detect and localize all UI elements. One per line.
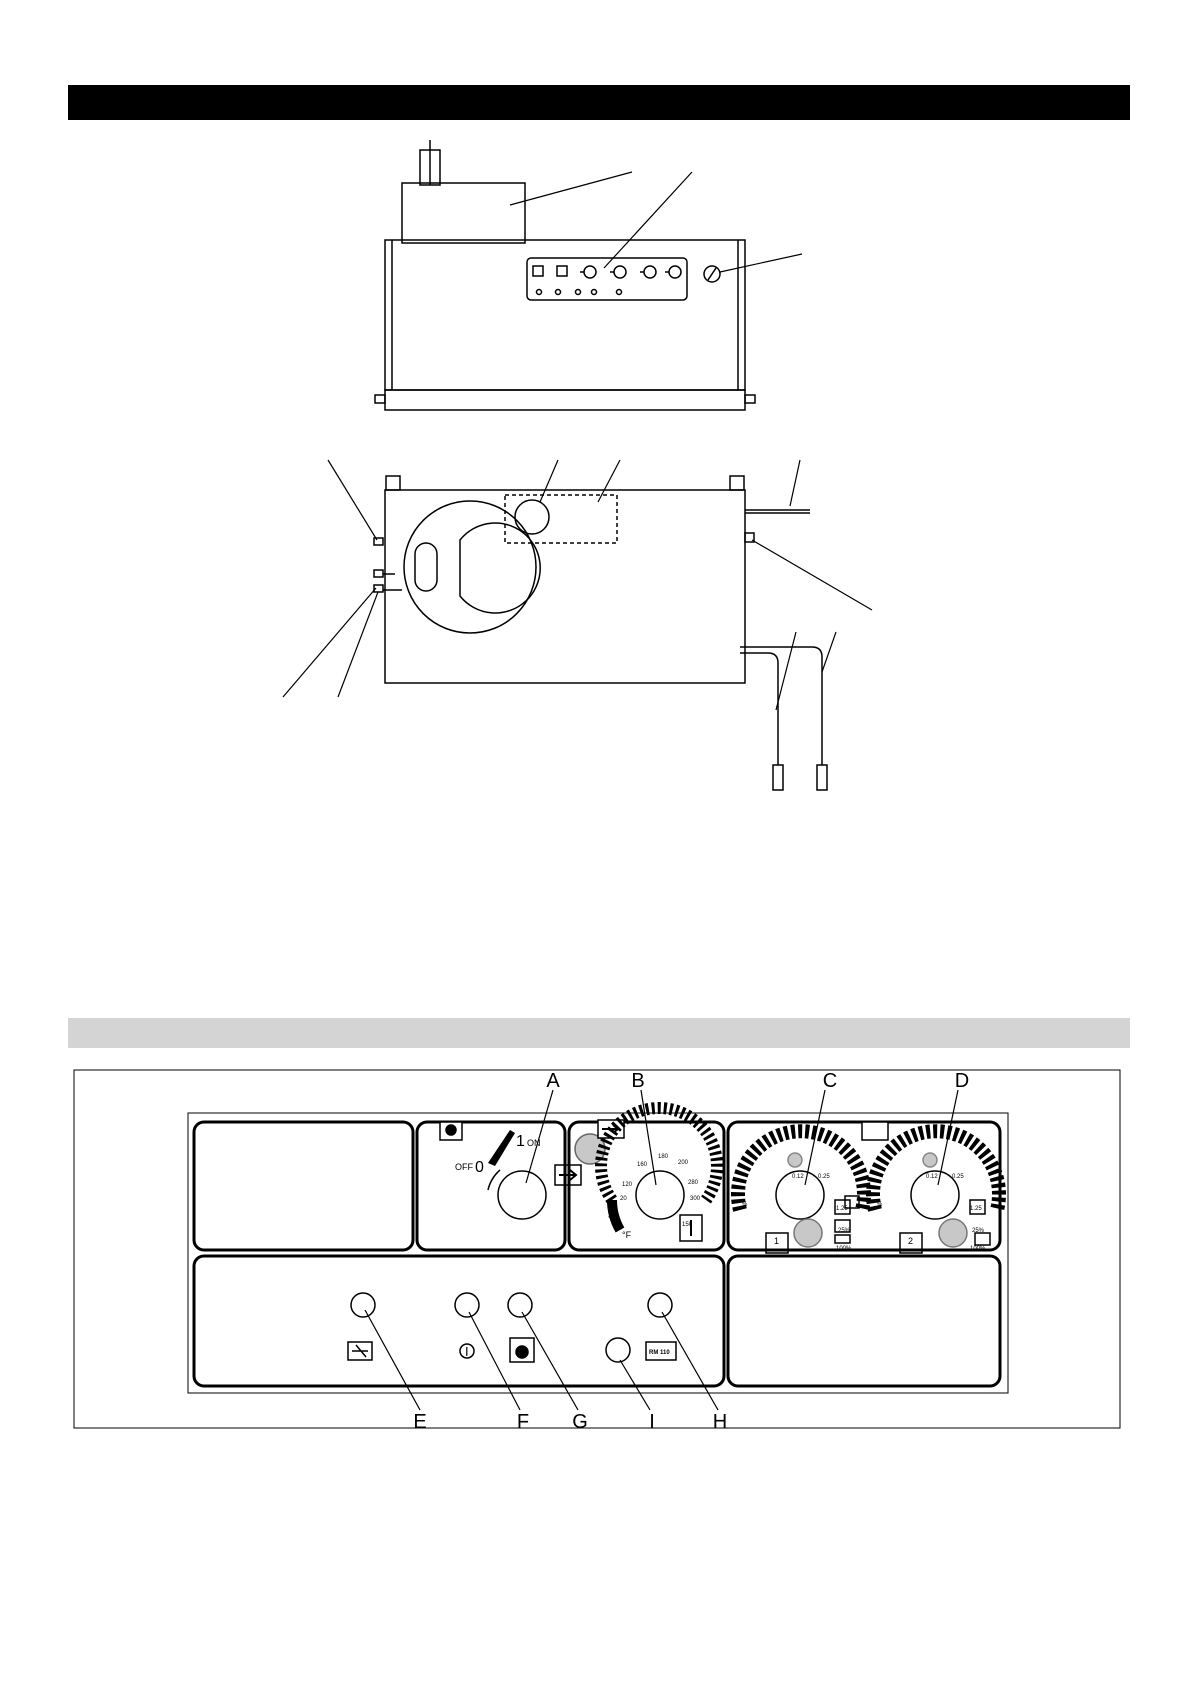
dial-d-tick-2: 0.25 (952, 1174, 964, 1180)
burner-fault-icon (509, 1337, 535, 1363)
control-panel-frame (73, 1069, 1121, 1429)
label-b: B (631, 1070, 644, 1092)
temp-tick-3: 180 (658, 1154, 669, 1160)
tank-2-icon (899, 1232, 923, 1254)
fan-icon (554, 1164, 582, 1186)
lamp-h (647, 1292, 673, 1318)
dial-c-pct: % (742, 1202, 748, 1208)
label-c: C (823, 1070, 837, 1092)
dosing-lamp-1 (793, 1218, 823, 1248)
dial-c-tick-1: 0.12 (792, 1174, 804, 1180)
panel-blank-right (726, 1254, 1002, 1388)
dial-d-tick-3: 1.25 (970, 1206, 982, 1212)
label-i: I (649, 1411, 655, 1433)
leader-lines (364, 1089, 959, 1411)
label-e: E (413, 1411, 426, 1433)
label-d: D (955, 1070, 969, 1092)
temp-tick-4: 200 (678, 1160, 689, 1166)
lamp-e (350, 1292, 376, 1318)
device-front-view (374, 140, 803, 411)
section-header-bar (68, 85, 1130, 120)
panel-blank-left (192, 1120, 415, 1252)
label-a: A (546, 1070, 560, 1092)
lamp-i (605, 1337, 631, 1363)
dial-d-100: 100% (970, 1246, 986, 1252)
temp-tick-6: 280 (688, 1180, 699, 1186)
pressure-gauge (703, 265, 721, 283)
section-subheader-bar (68, 1018, 1130, 1048)
thermometer-icon (679, 1214, 703, 1242)
tank-1-label: 1 (774, 1236, 779, 1246)
temp-c-label: °C (608, 1214, 619, 1224)
dial-d-pct: % (877, 1202, 883, 1208)
dial-d-25: 25% (972, 1228, 985, 1234)
switch-on-label: ON (527, 1138, 541, 1148)
spray-icon (347, 1341, 373, 1361)
panel-switch-section (415, 1120, 567, 1252)
switch-zero-label: 0 (475, 1159, 484, 1176)
rm-icon (645, 1341, 677, 1361)
temperature-lamp (574, 1133, 606, 1165)
device-side-view (282, 459, 873, 791)
detergent-dial-2[interactable] (866, 1124, 1006, 1254)
tank-1-icon (765, 1232, 789, 1254)
power-icon (459, 1343, 475, 1359)
control-panel (187, 1112, 1009, 1394)
panel-lamps-section (192, 1254, 726, 1388)
front-control-panel (526, 257, 688, 301)
detergent-dial-1[interactable] (731, 1124, 871, 1254)
switch-off-label: OFF (455, 1162, 473, 1172)
temp-tick-2: 160 (637, 1162, 648, 1168)
label-g: G (572, 1411, 588, 1433)
main-switch[interactable] (439, 1121, 582, 1220)
temp-tick-1: 120 (622, 1182, 633, 1188)
power-symbol-label: I (465, 1344, 469, 1359)
dial-c-tick-2: 0.25 (818, 1174, 830, 1180)
lamp-g (507, 1292, 533, 1318)
temp-tick-max: 150 (682, 1222, 693, 1228)
dial-c-25: 25% (838, 1228, 851, 1234)
tank-icon-header (861, 1121, 889, 1141)
label-h: H (713, 1411, 727, 1433)
dial-c-tick-3: 1.25 (836, 1206, 848, 1212)
lamp-f (454, 1292, 480, 1318)
dial-d-tick-1: 0.12 (926, 1174, 938, 1180)
burner-round-cover (403, 500, 537, 634)
label-f: F (517, 1411, 529, 1433)
tank-2-label: 2 (908, 1236, 913, 1246)
temp-tick-7: 300 (690, 1196, 701, 1202)
temp-f-label: °F (622, 1230, 632, 1240)
dial-c-100: 100% (836, 1246, 852, 1252)
rm-label: RM 110 (649, 1350, 670, 1356)
switch-one-label: 1 (516, 1133, 525, 1150)
temp-tick-low: 20 (620, 1196, 627, 1202)
dosing-lamp-2 (938, 1218, 968, 1248)
temperature-dial[interactable] (574, 1102, 723, 1242)
